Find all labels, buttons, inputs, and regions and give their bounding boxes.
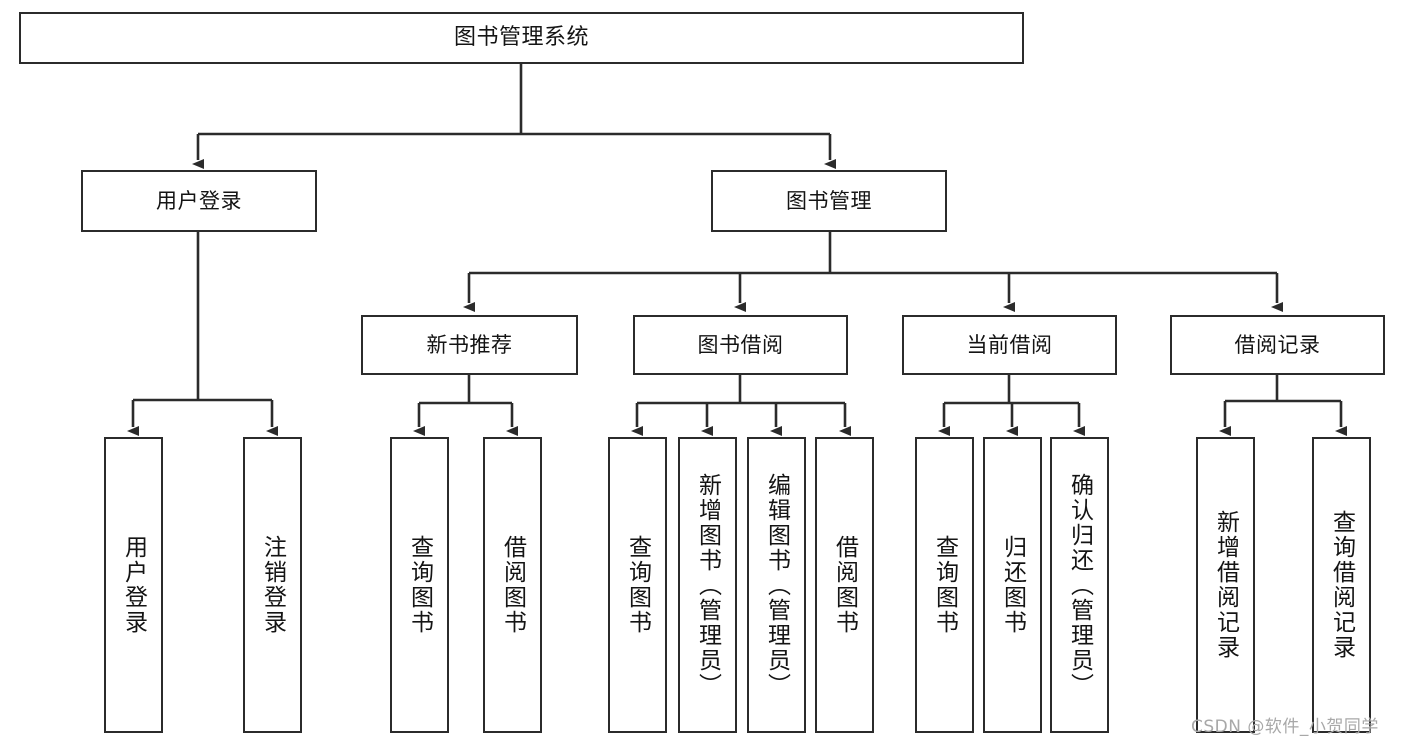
node-book-management[interactable]: 图书管理	[711, 170, 947, 232]
node-label: 图书借阅	[697, 332, 784, 357]
node-label: 查询图书	[931, 535, 958, 635]
node-label: 当前借阅	[966, 332, 1053, 357]
leaf-user-login[interactable]: 用户登录	[104, 437, 163, 733]
leaf-borrow-book[interactable]: 借阅图书	[815, 437, 874, 733]
node-label: 编辑图书（管理员）	[763, 472, 790, 698]
node-label: 借阅记录	[1234, 332, 1321, 357]
leaf-borrow-book-newbooks[interactable]: 借阅图书	[483, 437, 542, 733]
node-label: 借阅图书	[499, 535, 526, 635]
leaf-return-book[interactable]: 归还图书	[983, 437, 1042, 733]
node-label: 查询借阅记录	[1328, 510, 1355, 660]
leaf-query-borrow-record[interactable]: 查询借阅记录	[1312, 437, 1371, 733]
node-label: 新增图书（管理员）	[694, 472, 721, 698]
csdn-watermark: CSDN @软件_小贺同学	[1191, 717, 1379, 737]
node-label: 查询图书	[624, 535, 651, 635]
node-label: 归还图书	[999, 535, 1026, 635]
leaf-add-borrow-record[interactable]: 新增借阅记录	[1196, 437, 1255, 733]
node-root-book-management-system[interactable]: 图书管理系统	[19, 12, 1024, 64]
node-label: 确认归还（管理员）	[1066, 472, 1093, 698]
node-label: 借阅图书	[831, 535, 858, 635]
leaf-confirm-return-admin[interactable]: 确认归还（管理员）	[1050, 437, 1109, 733]
leaf-add-book-admin[interactable]: 新增图书（管理员）	[678, 437, 737, 733]
leaf-query-book-newbooks[interactable]: 查询图书	[390, 437, 449, 733]
node-label: 查询图书	[406, 535, 433, 635]
node-label: 新增借阅记录	[1212, 510, 1239, 660]
node-current-borrow[interactable]: 当前借阅	[902, 315, 1117, 375]
node-label: 用户登录	[156, 188, 242, 213]
leaf-query-book-current[interactable]: 查询图书	[915, 437, 974, 733]
leaf-query-book-borrow[interactable]: 查询图书	[608, 437, 667, 733]
node-label: 图书管理系统	[453, 25, 589, 51]
leaf-logout[interactable]: 注销登录	[243, 437, 302, 733]
node-new-book-recommend[interactable]: 新书推荐	[361, 315, 578, 375]
node-label: 用户登录	[120, 535, 147, 635]
node-book-borrow[interactable]: 图书借阅	[633, 315, 848, 375]
node-user-login[interactable]: 用户登录	[81, 170, 317, 232]
node-label: 注销登录	[259, 535, 286, 635]
node-label: 图书管理	[786, 188, 872, 213]
leaf-edit-book-admin[interactable]: 编辑图书（管理员）	[747, 437, 806, 733]
node-label: 新书推荐	[426, 332, 513, 357]
node-borrow-records[interactable]: 借阅记录	[1170, 315, 1385, 375]
